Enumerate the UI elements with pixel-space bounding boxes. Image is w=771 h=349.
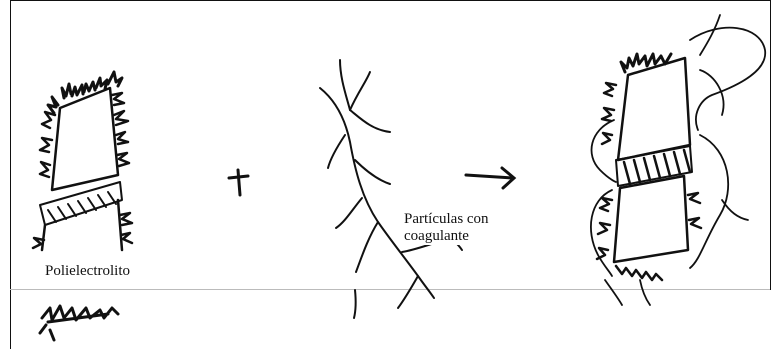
upper-coating-left (40, 112, 55, 177)
bridged-floc-group (591, 15, 765, 305)
polymer-chain (320, 60, 462, 318)
polyelectrolyte-particle-group (33, 72, 132, 340)
bottom-fragment (40, 306, 118, 340)
polymer-strand-top (700, 15, 720, 55)
floc-upper-coating-left (602, 83, 616, 144)
particles-coagulant-label: Partículas con coagulante (404, 211, 489, 245)
floc-lower-coating-left (597, 198, 612, 259)
lower-coating (33, 213, 132, 248)
polymer-strands-bottom (605, 280, 650, 305)
floc-bridge-band (616, 146, 692, 186)
particles-label-line1: Partículas con (404, 211, 489, 228)
band-hatching (48, 192, 116, 222)
polymer-loop-left-upper (592, 120, 616, 182)
plus-operator (229, 170, 248, 195)
polymer-loop-upper-right (690, 28, 765, 130)
floc-lower-coating-right (688, 193, 701, 228)
particles-label-line2: coagulante (404, 228, 489, 245)
polyelectrolyte-label: Polielectrolito (43, 262, 132, 281)
floc-upper-particle (618, 58, 690, 160)
floc-lower-particle (614, 176, 688, 262)
arrow-operator (466, 168, 514, 188)
upper-particle (52, 88, 118, 190)
floc-lower-coating-bottom (616, 266, 662, 280)
